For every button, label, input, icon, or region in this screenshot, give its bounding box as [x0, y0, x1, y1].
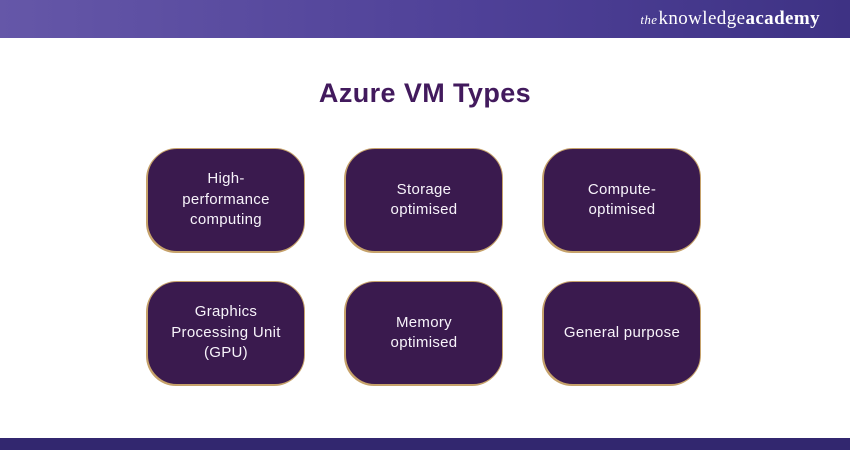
- card-compute-optimised: Compute- optimised: [543, 148, 701, 252]
- card-storage-optimised: Storage optimised: [345, 148, 503, 252]
- card-general-purpose: General purpose: [543, 281, 701, 385]
- card-high-performance-computing: High- performance computing: [147, 148, 305, 252]
- logo-academy: academy: [745, 8, 820, 29]
- page-title: Azure VM Types: [318, 78, 532, 108]
- card-graphics-processing-unit: Graphics Processing Unit (GPU): [147, 281, 305, 385]
- header-bar: theknowledgeacademy: [0, 0, 850, 38]
- logo-the: the: [640, 12, 658, 27]
- card-memory-optimised: Memory optimised: [345, 281, 503, 385]
- footer-bar: [0, 438, 850, 450]
- logo-knowledge: knowledge: [658, 8, 746, 29]
- knowledge-academy-logo: theknowledgeacademy: [640, 8, 820, 30]
